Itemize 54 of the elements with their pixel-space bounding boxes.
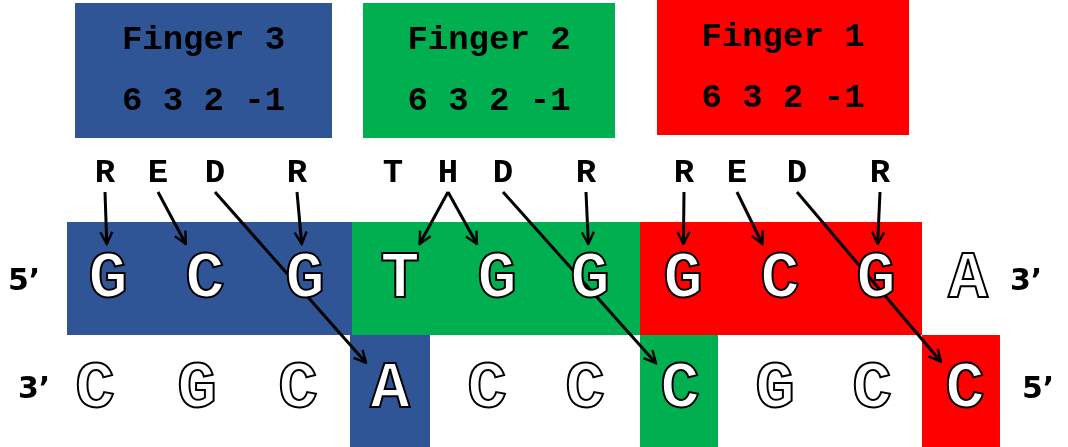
amino-acid-letter: E bbox=[722, 156, 752, 190]
nucleotide-letter: C bbox=[175, 248, 235, 312]
arrow bbox=[99, 191, 114, 246]
nucleotide-letter: A bbox=[360, 358, 420, 422]
arrow bbox=[795, 191, 943, 363]
strand-end-label: 5’ bbox=[1022, 370, 1055, 405]
amino-acid-letter: R bbox=[669, 156, 699, 190]
position-numbers: 6 3 2 -1 bbox=[121, 82, 286, 121]
finger-box bbox=[657, 0, 909, 135]
amino-acid-letter: R bbox=[90, 156, 120, 190]
nucleotide-letter: A bbox=[938, 248, 998, 312]
finger-box bbox=[75, 3, 332, 138]
nucleotide-letter: C bbox=[750, 248, 810, 312]
nucleotide-letter: C bbox=[457, 358, 517, 422]
amino-acid-letter: D bbox=[488, 156, 518, 190]
nucleotide-letter: G bbox=[167, 358, 227, 422]
nucleotide-letter: C bbox=[65, 358, 125, 422]
nucleotide-letter: C bbox=[268, 358, 328, 422]
finger-title: Finger 2 bbox=[407, 20, 571, 59]
nucleotide-letter: C bbox=[935, 358, 995, 422]
arrow bbox=[676, 192, 691, 246]
strand-end-label: 3’ bbox=[18, 370, 51, 405]
position-numbers: 6 3 2 -1 bbox=[407, 82, 571, 121]
strand-end-label: 5’ bbox=[8, 262, 41, 297]
finger-title: Finger 3 bbox=[121, 20, 286, 59]
amino-acid-letter: R bbox=[571, 156, 601, 190]
arrow bbox=[446, 191, 479, 246]
amino-acid-letter: R bbox=[282, 156, 312, 190]
arrow bbox=[293, 191, 308, 246]
arrow bbox=[735, 191, 764, 246]
nucleotide-letter: G bbox=[745, 358, 805, 422]
nucleotide-letter: G bbox=[467, 248, 527, 312]
arrow bbox=[213, 191, 368, 365]
finger-title: Finger 1 bbox=[701, 17, 865, 56]
nucleotide-letter: C bbox=[555, 358, 615, 422]
arrow bbox=[156, 191, 188, 246]
nucleotide-letter: T bbox=[370, 248, 430, 312]
amino-acid-letter: H bbox=[433, 156, 463, 190]
arrow bbox=[580, 191, 595, 246]
amino-acid-letter: D bbox=[200, 156, 230, 190]
arrow bbox=[418, 191, 450, 246]
nucleotide-letter: G bbox=[78, 248, 138, 312]
nucleotide-letter: C bbox=[842, 358, 902, 422]
position-numbers: 6 3 2 -1 bbox=[701, 79, 865, 118]
amino-acid-letter: T bbox=[378, 156, 408, 190]
arrow bbox=[871, 191, 886, 246]
arrow bbox=[501, 191, 658, 365]
amino-acid-letter: D bbox=[782, 156, 812, 190]
amino-acid-letter: R bbox=[865, 156, 895, 190]
nucleotide-letter: C bbox=[650, 358, 710, 422]
strand-end-label: 3’ bbox=[1010, 262, 1043, 297]
finger-box bbox=[363, 3, 615, 138]
amino-acid-letter: E bbox=[143, 156, 173, 190]
nucleotide-letter: G bbox=[653, 248, 713, 312]
